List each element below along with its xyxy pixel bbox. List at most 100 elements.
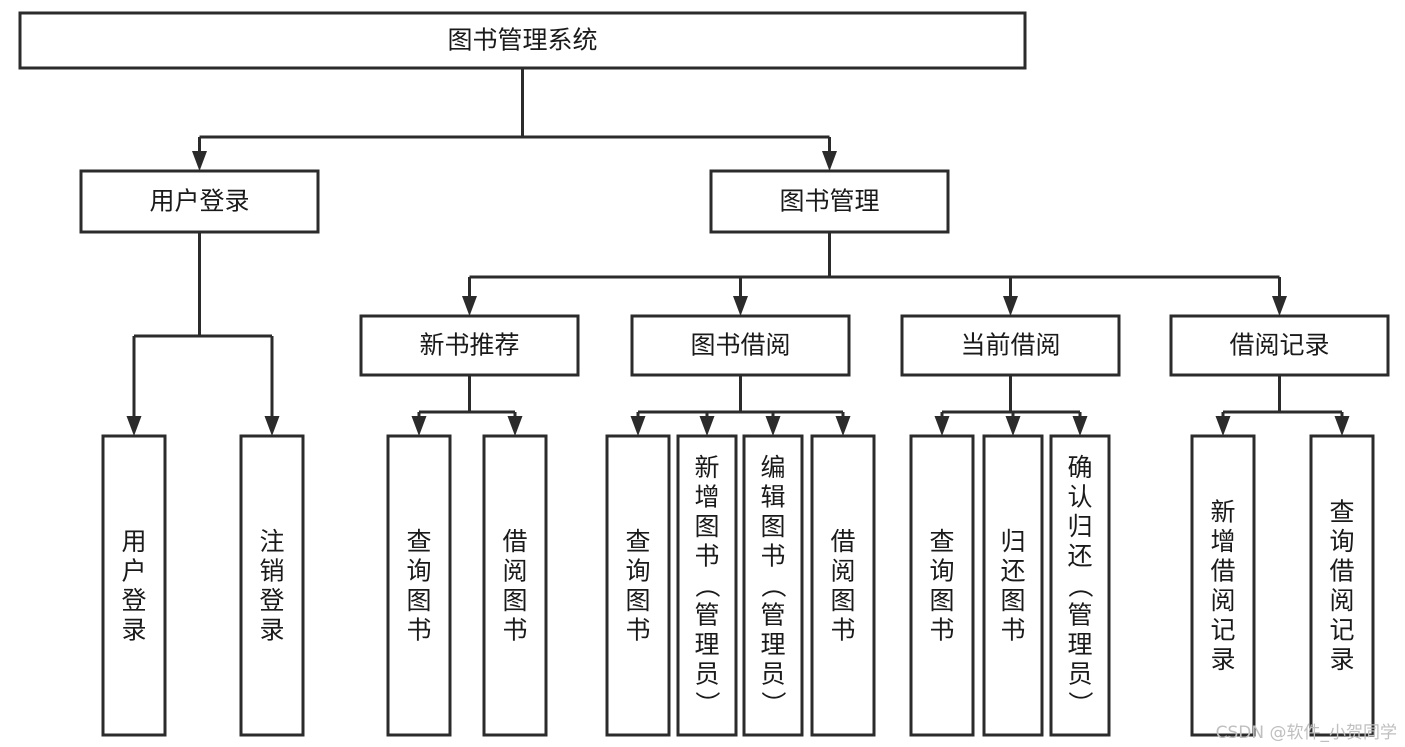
node-login[interactable]: 用户登录	[79, 169, 320, 234]
node-label-char: 新	[694, 453, 719, 482]
node-label-char: ）	[1066, 691, 1095, 716]
node-newbook[interactable]: 新书推荐	[359, 314, 580, 377]
arrow-head-icon	[1072, 416, 1088, 436]
node-box	[605, 434, 671, 737]
node-box	[239, 434, 305, 737]
arrow-head-icon	[1334, 416, 1350, 436]
node-label-char: 询	[929, 556, 954, 585]
node-label-char: 书	[929, 615, 954, 644]
arrow-head-icon	[507, 416, 523, 436]
node-label-char: 录	[259, 615, 284, 644]
arrow-head-icon	[699, 416, 715, 436]
node-label-char: （	[693, 573, 722, 598]
node-label-char: 书	[760, 542, 785, 571]
node-label-char: 理	[694, 630, 719, 659]
node-label-char: 阅	[830, 556, 855, 585]
node-box	[630, 314, 851, 377]
node-label-char: 书	[694, 542, 719, 571]
node-box	[742, 434, 804, 737]
arrow-head-icon	[1272, 296, 1287, 316]
node-label-char: 书	[1000, 615, 1025, 644]
node-leaf-user-login[interactable]: 用户登录	[101, 434, 167, 737]
node-label-char: 员	[694, 660, 719, 689]
node-label-char: （	[759, 573, 788, 598]
arrow-head-icon	[411, 416, 427, 436]
node-label-char: 书	[625, 615, 650, 644]
node-box	[709, 169, 950, 234]
node-label-char: 管	[1067, 601, 1092, 630]
node-label: 借阅记录	[1229, 331, 1329, 360]
arrow-head-icon	[462, 296, 477, 316]
node-label-char: 图	[502, 586, 527, 615]
node-box	[1049, 434, 1111, 737]
node-label-char: 询	[1329, 527, 1354, 556]
node-bookmgmt[interactable]: 图书管理	[709, 169, 950, 234]
node-box	[101, 434, 167, 737]
node-label: 图书借阅	[690, 331, 790, 360]
node-box	[79, 169, 320, 234]
edges-layer	[126, 68, 1350, 436]
arrow-head-icon	[765, 416, 781, 436]
node-label-char: 编	[760, 453, 785, 482]
node-label-char: 登	[259, 586, 284, 615]
node-label-char: 书	[406, 615, 431, 644]
node-box	[359, 314, 580, 377]
node-label-char: 新	[1210, 497, 1235, 526]
node-current[interactable]: 当前借阅	[900, 314, 1121, 377]
arrow-head-icon	[630, 416, 646, 436]
node-label-char: 还	[1067, 542, 1092, 571]
node-label-char: 理	[1067, 630, 1092, 659]
node-label-char: 图	[830, 586, 855, 615]
node-label-char: 用	[121, 527, 146, 556]
node-label-char: 询	[625, 556, 650, 585]
node-label-char: 还	[1000, 556, 1025, 585]
node-box	[900, 314, 1121, 377]
node-label-char: 确	[1067, 453, 1092, 482]
node-label-char: 注	[259, 527, 284, 556]
node-label-char: 图	[1000, 586, 1025, 615]
node-records[interactable]: 借阅记录	[1169, 314, 1390, 377]
node-label-char: 增	[1210, 527, 1235, 556]
node-label-char: 书	[830, 615, 855, 644]
node-box	[482, 434, 548, 737]
node-label-char: 理	[760, 630, 785, 659]
node-label: 新书推荐	[419, 331, 519, 360]
node-label-char: 借	[830, 527, 855, 556]
arrow-head-icon	[934, 416, 950, 436]
node-label-char: 图	[929, 586, 954, 615]
node-label-char: 登	[121, 586, 146, 615]
node-label-char: 图	[760, 512, 785, 541]
node-label-char: 辑	[760, 483, 785, 512]
node-label-char: 归	[1067, 512, 1092, 541]
node-root[interactable]: 图书管理系统	[18, 11, 1027, 70]
node-label-char: 录	[121, 615, 146, 644]
node-box	[676, 434, 738, 737]
arrow-head-icon	[126, 416, 142, 436]
node-borrow[interactable]: 图书借阅	[630, 314, 851, 377]
arrow-head-icon	[264, 416, 280, 436]
node-label-char: 查	[1329, 497, 1354, 526]
node-label-char: 询	[406, 556, 431, 585]
node-label: 当前借阅	[960, 331, 1060, 360]
node-label-char: 图	[694, 512, 719, 541]
node-label-char: 查	[625, 527, 650, 556]
node-box	[810, 434, 876, 737]
node-label-char: 阅	[502, 556, 527, 585]
arrow-head-icon	[835, 416, 851, 436]
node-label-char: 管	[694, 601, 719, 630]
node-label-char: ）	[693, 691, 722, 716]
node-label-char: 认	[1067, 483, 1092, 512]
node-label-char: 阅	[1329, 586, 1354, 615]
